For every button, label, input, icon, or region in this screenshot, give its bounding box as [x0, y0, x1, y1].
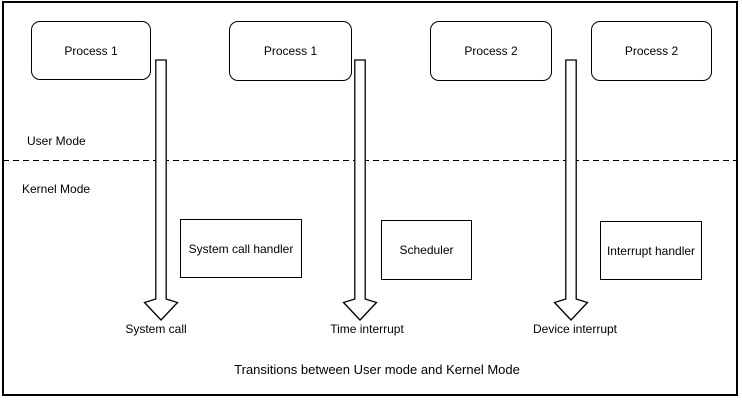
diagram-caption: Transitions between User mode and Kernel…	[234, 362, 520, 377]
diagram-border	[2, 1, 738, 396]
user-kernel-divider-dashed-line	[3, 160, 737, 161]
system-call-label: System call	[125, 322, 187, 336]
process-box-label: Process 2	[624, 44, 679, 58]
process-box-4: Process 2	[591, 21, 712, 81]
user-mode-label: User Mode	[27, 134, 86, 148]
kernel-box-label: System call handler	[188, 241, 294, 256]
system-call-handler-box: System call handler	[180, 219, 302, 278]
kernel-box-label: Interrupt handler	[606, 243, 696, 258]
kernel-mode-label: Kernel Mode	[22, 182, 91, 196]
time-interrupt-label: Time interrupt	[330, 322, 404, 336]
interrupt-handler-box: Interrupt handler	[600, 221, 702, 280]
process-box-1: Process 1	[31, 21, 151, 80]
process-box-2: Process 1	[229, 21, 352, 81]
process-box-3: Process 2	[430, 21, 552, 81]
down-arrow-device-interrupt	[552, 59, 589, 321]
process-box-label: Process 1	[64, 43, 118, 58]
device-interrupt-label: Device interrupt	[532, 322, 618, 336]
kernel-box-label: Scheduler	[399, 243, 454, 257]
down-arrow-system-call	[142, 59, 179, 321]
down-arrow-time-interrupt	[341, 59, 378, 321]
scheduler-box: Scheduler	[381, 220, 472, 280]
process-box-label: Process 2	[464, 44, 518, 58]
process-box-label: Process 1	[263, 44, 318, 58]
